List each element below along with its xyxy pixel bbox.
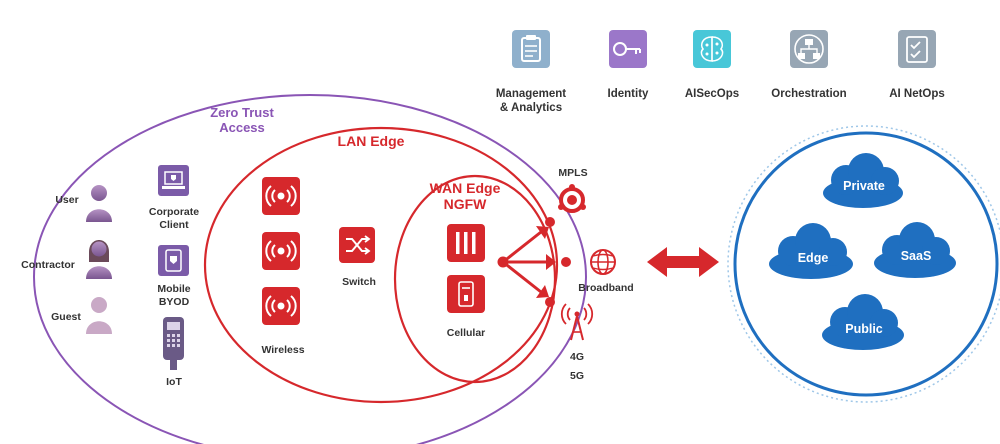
mpls-ring-icon <box>558 184 586 213</box>
service-identity: Identity <box>608 30 649 100</box>
payment-terminal-icon <box>163 317 184 370</box>
service-label: Orchestration <box>771 88 846 100</box>
5g-label: 5G <box>570 370 584 382</box>
switch-label: Switch <box>342 276 376 288</box>
switch-icon <box>339 227 375 263</box>
globe-icon <box>590 249 616 275</box>
device-label: IoT <box>166 376 182 388</box>
cloud-icon <box>822 294 904 350</box>
device-corporate-client: Corporate Client <box>149 165 199 231</box>
wireless-access-points: Wireless <box>261 177 305 356</box>
device-label-line2: Client <box>159 219 189 231</box>
user-icon <box>86 240 112 279</box>
transport-mpls: MPLS <box>558 167 588 213</box>
person-label: Contractor <box>21 259 75 271</box>
service-aisecops: AISecOps <box>685 30 739 100</box>
person-user: User <box>55 185 112 222</box>
device-label-line2: BYOD <box>159 296 190 308</box>
device-iot: IoT <box>163 317 184 388</box>
cloud-public: Public <box>822 294 904 350</box>
cloud-icon <box>874 222 956 278</box>
device-label: Corporate <box>149 206 199 218</box>
wan-edge-label-line2: NGFW <box>444 196 488 212</box>
cloud-label: SaaS <box>901 249 932 263</box>
wireless-ap-icon <box>262 232 300 270</box>
zero-trust-label: Zero Trust <box>210 105 274 120</box>
uplink-arrows <box>497 217 571 307</box>
lan-edge-label: LAN Edge <box>338 133 405 149</box>
laptop-icon <box>158 165 189 196</box>
cloud-saas: SaaS <box>874 222 956 278</box>
cloud-icon <box>769 223 853 279</box>
zero-trust-label-line2: Access <box>219 120 265 135</box>
lan-switch: Switch <box>339 227 376 288</box>
zero-trust-boundary <box>33 94 587 444</box>
transport-cellular: 4G 5G <box>560 303 594 382</box>
cloud-edge: Edge <box>769 223 853 279</box>
tablet-icon <box>158 245 189 276</box>
wan-cellular: Cellular <box>447 275 486 339</box>
double-arrow-icon <box>647 247 719 277</box>
service-label-line2: & Analytics <box>500 102 562 114</box>
firewall-icon <box>447 224 485 262</box>
cellular-label: Cellular <box>447 327 486 339</box>
cloud-label: Private <box>843 179 885 193</box>
person-guest: Guest <box>51 297 112 334</box>
wan-edge-label: WAN Edge <box>430 180 501 196</box>
service-ai-netops: AI NetOps <box>889 30 945 100</box>
transport-broadband: Broadband <box>578 249 634 294</box>
mpls-label: MPLS <box>558 167 587 179</box>
device-mobile-byod: Mobile BYOD <box>157 245 191 308</box>
wan-edge-boundary <box>393 174 557 384</box>
cloud-icon <box>823 153 903 208</box>
wireless-ap-icon <box>262 287 300 325</box>
user-icon <box>86 297 112 334</box>
service-label: Management <box>496 88 566 100</box>
broadband-label: Broadband <box>578 282 633 294</box>
service-management-analytics: Management & Analytics <box>496 30 566 114</box>
wireless-label: Wireless <box>261 344 304 356</box>
wan-firewall <box>447 224 485 262</box>
service-label: Identity <box>608 88 649 100</box>
person-contractor: Contractor <box>21 240 112 279</box>
wireless-ap-icon <box>262 177 300 215</box>
lan-edge-boundary <box>203 126 559 404</box>
service-label: AI NetOps <box>889 88 945 100</box>
cell-tower-icon <box>560 303 594 341</box>
4g-label: 4G <box>570 351 584 363</box>
cloud-label: Edge <box>798 251 829 265</box>
cellular-modem-icon <box>447 275 485 313</box>
cloud-boundary <box>733 131 999 397</box>
service-orchestration: Orchestration <box>771 30 847 100</box>
person-label: Guest <box>51 311 81 323</box>
person-label: User <box>55 194 78 206</box>
cloud-label: Public <box>845 322 883 336</box>
service-label: AISecOps <box>685 88 739 100</box>
user-icon <box>86 185 112 222</box>
cloud-private: Private <box>823 153 903 208</box>
device-label: Mobile <box>157 283 190 295</box>
